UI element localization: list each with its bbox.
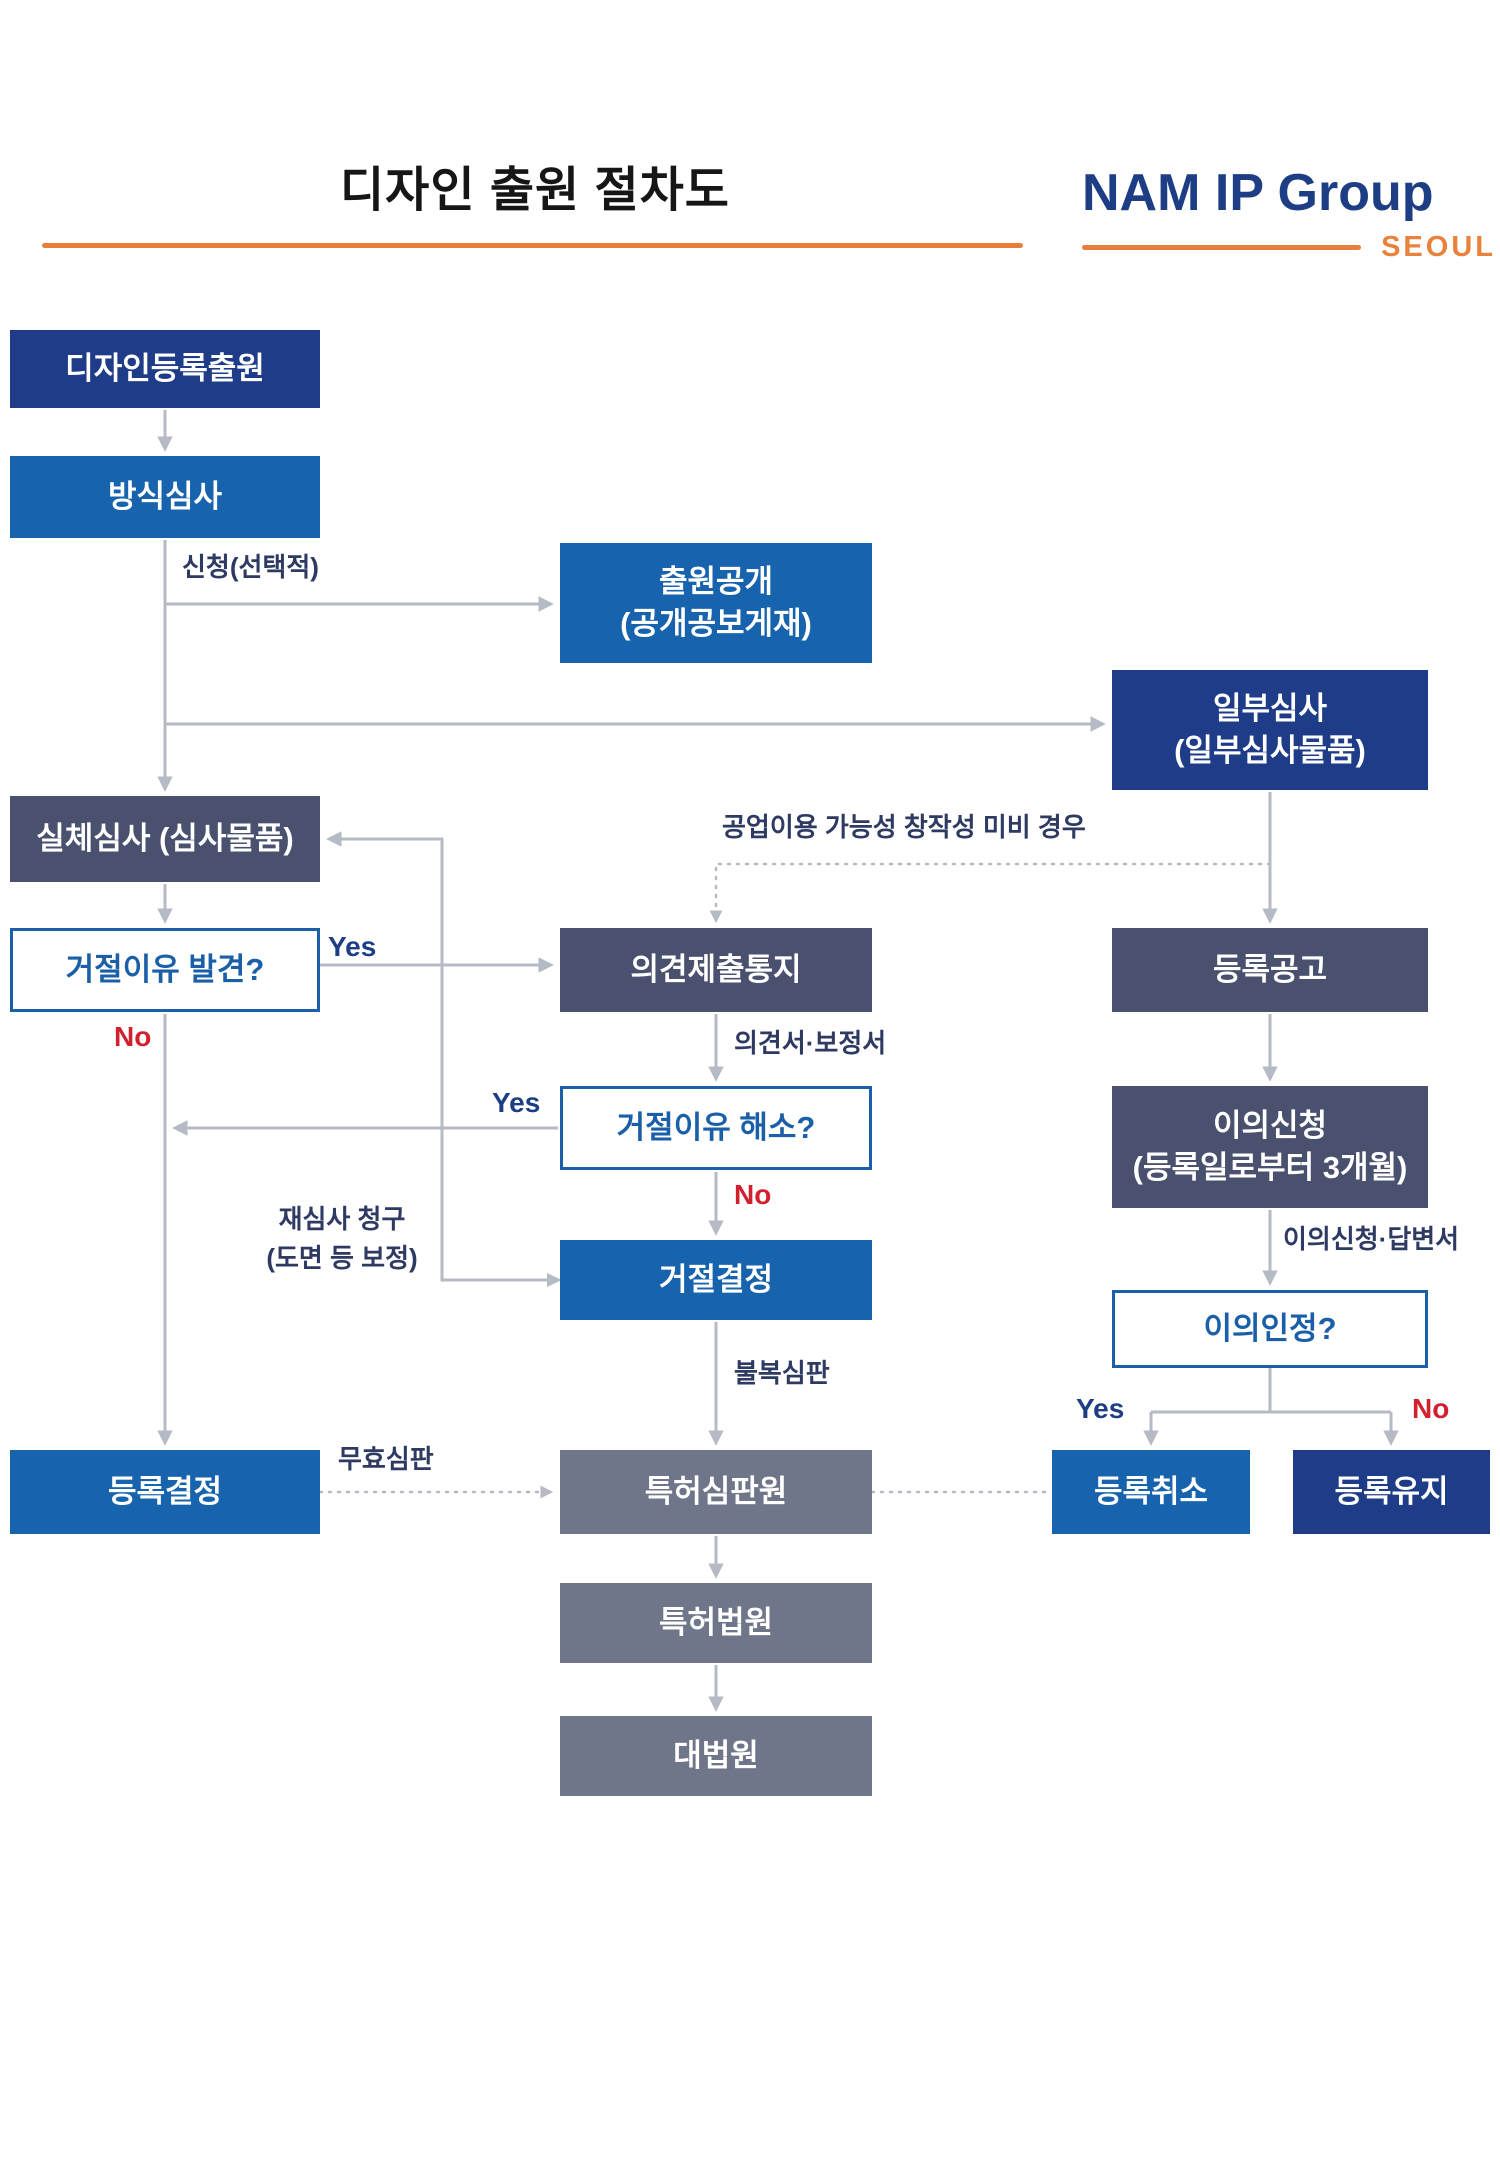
node-ip-trial-board: 특허심판원 (560, 1450, 872, 1534)
label-partial-defect: 공업이용 가능성 창작성 미비 경우 (722, 812, 1086, 842)
node-registration-maintain: 등록유지 (1293, 1450, 1490, 1534)
arrowhead-into-rejection-decision (547, 1273, 562, 1287)
label-optional-request: 신청(선택적) (182, 552, 319, 582)
label-appeal-trial: 불복심판 (734, 1358, 830, 1388)
brand-logo: NAM IP Group SEOUL (1082, 166, 1496, 262)
node-rejection-decision-label: 거절결정 (658, 1262, 774, 1298)
page-title: 디자인 출원 절차도 (340, 164, 730, 217)
brand-underline (1082, 244, 1362, 250)
node-patent-court-label: 특허법원 (658, 1605, 774, 1641)
label-yes-resolved: Yes (492, 1087, 541, 1118)
node-partial-exam: 일부심사 (일부심사물품) (1112, 670, 1428, 790)
node-registration-publication-label: 등록공고 (1212, 952, 1328, 988)
node-publication-label-line1: 출원공개 (658, 564, 774, 600)
node-partial-exam-label-line2: (일부심사물품) (1174, 733, 1366, 768)
node-partial-exam-label-line1: 일부심사 (1212, 691, 1328, 727)
brand-city-label: SEOUL (1381, 230, 1496, 263)
node-design-application: 디자인등록출원 (10, 330, 320, 408)
title-underline (42, 243, 1023, 248)
label-no-rejection-found: No (114, 1021, 152, 1052)
node-publication-label-line2: (공개공보게재) (620, 606, 812, 641)
label-yes-opposition: Yes (1076, 1393, 1125, 1424)
node-rejection-resolved-label: 거절이유 해소? (616, 1110, 816, 1146)
node-opposition: 이의신청 (등록일로부터 3개월) (1112, 1086, 1428, 1208)
brand-rule-row: SEOUL (1082, 230, 1496, 263)
node-ip-trial-board-label: 특허심판원 (644, 1474, 788, 1510)
label-reexamination-line2: (도면 등 보정) (266, 1243, 418, 1273)
label-reexamination: 재심사 청구 (도면 등 보정) (242, 1200, 442, 1278)
edge-accepted-split (1151, 1368, 1391, 1414)
label-opinion-amendment: 의견서·보정서 (734, 1028, 887, 1058)
brand-name: NAM IP Group (1082, 164, 1434, 222)
label-invalidation-trial: 무효심판 (338, 1444, 434, 1474)
node-publication: 출원공개 (공개공보게재) (560, 543, 872, 663)
node-registration-cancel: 등록취소 (1052, 1450, 1250, 1534)
node-rejection-found-label: 거절이유 발견? (65, 952, 265, 988)
node-patent-court: 특허법원 (560, 1583, 872, 1663)
node-formality-exam-label: 방식심사 (107, 479, 223, 515)
node-opposition-label-line1: 이의신청 (1212, 1108, 1328, 1144)
node-substantive-exam: 실체심사 (심사물품) (10, 796, 320, 882)
node-supreme-court-label: 대법원 (673, 1738, 759, 1774)
node-registration-decision: 등록결정 (10, 1450, 320, 1534)
node-rejection-decision: 거절결정 (560, 1240, 872, 1320)
node-opinion-notice-label: 의견제출통지 (630, 952, 802, 988)
node-registration-publication: 등록공고 (1112, 928, 1428, 1012)
node-opposition-accepted-label: 이의인정? (1203, 1311, 1337, 1347)
node-opposition-accepted: 이의인정? (1112, 1290, 1428, 1368)
label-no-resolved: No (734, 1179, 772, 1210)
node-registration-decision-label: 등록결정 (107, 1474, 223, 1510)
label-yes-rejection-found: Yes (328, 931, 377, 962)
node-substantive-exam-label: 실체심사 (심사물품) (36, 821, 294, 857)
edge-reexamination-return (326, 831, 556, 1282)
node-registration-maintain-label: 등록유지 (1334, 1474, 1449, 1510)
node-registration-cancel-label: 등록취소 (1093, 1474, 1209, 1510)
node-opinion-notice: 의견제출통지 (560, 928, 872, 1012)
label-no-opposition: No (1412, 1393, 1450, 1424)
node-opposition-label-line2: (등록일로부터 3개월) (1132, 1150, 1408, 1185)
edge-partial-defect-dotted (709, 862, 1272, 924)
label-reexamination-line1: 재심사 청구 (278, 1204, 406, 1234)
label-opposition-reply: 이의신청·답변서 (1283, 1224, 1460, 1254)
node-supreme-court: 대법원 (560, 1716, 872, 1796)
node-rejection-found: 거절이유 발견? (10, 928, 320, 1012)
node-formality-exam: 방식심사 (10, 456, 320, 538)
node-design-application-label: 디자인등록출원 (65, 351, 265, 387)
node-rejection-resolved: 거절이유 해소? (560, 1086, 872, 1170)
